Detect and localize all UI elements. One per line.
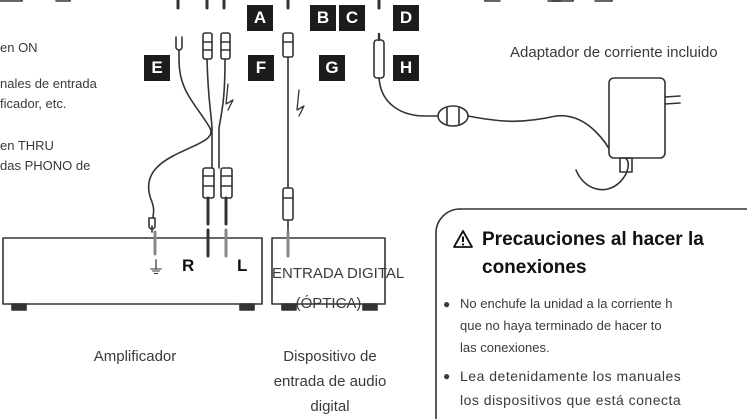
badge-D: D <box>393 5 419 31</box>
precaution-item: ● Lea detenidamente los manuales los dis… <box>443 364 682 412</box>
badge-G: G <box>319 55 345 81</box>
top-panel-remnants <box>0 0 613 10</box>
adapter-label: Adaptador de corriente incluido <box>510 44 718 61</box>
precaution-text: Lea detenidamente los manuales <box>460 368 682 384</box>
badge-B: B <box>310 5 336 31</box>
precautions-title: Precauciones al hacer la <box>482 229 704 250</box>
digital-device-caption: digital <box>310 398 350 415</box>
amplifier-box <box>2 228 263 311</box>
side-note-line: en ON <box>0 40 38 55</box>
precaution-text: No enchufe la unidad a la corriente h <box>460 296 673 311</box>
flow-arrows <box>225 83 305 117</box>
precautions-title: conexiones <box>482 257 587 278</box>
side-note-line: ficador, etc. <box>0 96 67 111</box>
bullet-dot-icon: ● <box>443 369 451 383</box>
optical-cable-G <box>282 32 294 233</box>
warning-triangle-icon <box>453 230 473 248</box>
dc-cable-H <box>373 32 630 191</box>
precaution-text: las conexiones. <box>460 340 550 355</box>
badge-C: C <box>339 5 365 31</box>
rca-cable-F <box>202 32 233 226</box>
digital-input-sublabel: (ÓPTICA) <box>295 295 362 312</box>
precaution-text: los dispositivos que está conecta <box>460 392 682 408</box>
digital-device-caption: Dispositivo de <box>283 348 377 365</box>
digital-device-box <box>271 230 386 311</box>
terminal-R-label: R <box>182 256 195 275</box>
badge-A: A <box>247 5 273 31</box>
ground-cable-E <box>148 36 212 233</box>
side-note-line: das PHONO de <box>0 158 91 173</box>
badge-F: F <box>248 55 274 81</box>
ac-adapter-drawing <box>608 77 681 173</box>
badge-H: H <box>393 55 419 81</box>
badge-E: E <box>144 55 170 81</box>
side-note-line: nales de entrada <box>0 76 97 91</box>
side-note-line: en THRU <box>0 138 54 153</box>
precaution-item: ● No enchufe la unidad a la corriente h … <box>443 293 673 359</box>
amplifier-caption: Amplificador <box>93 348 177 365</box>
terminal-L-label: L <box>237 256 248 275</box>
ground-terminal-icon: ⏚ <box>147 258 165 278</box>
bullet-dot-icon: ● <box>443 297 451 311</box>
digital-input-label: ENTRADA DIGITAL <box>272 265 405 282</box>
precautions-box <box>435 208 747 419</box>
digital-device-caption: entrada de audio <box>273 373 387 390</box>
precaution-text: que no haya terminado de hacer to <box>460 318 662 333</box>
